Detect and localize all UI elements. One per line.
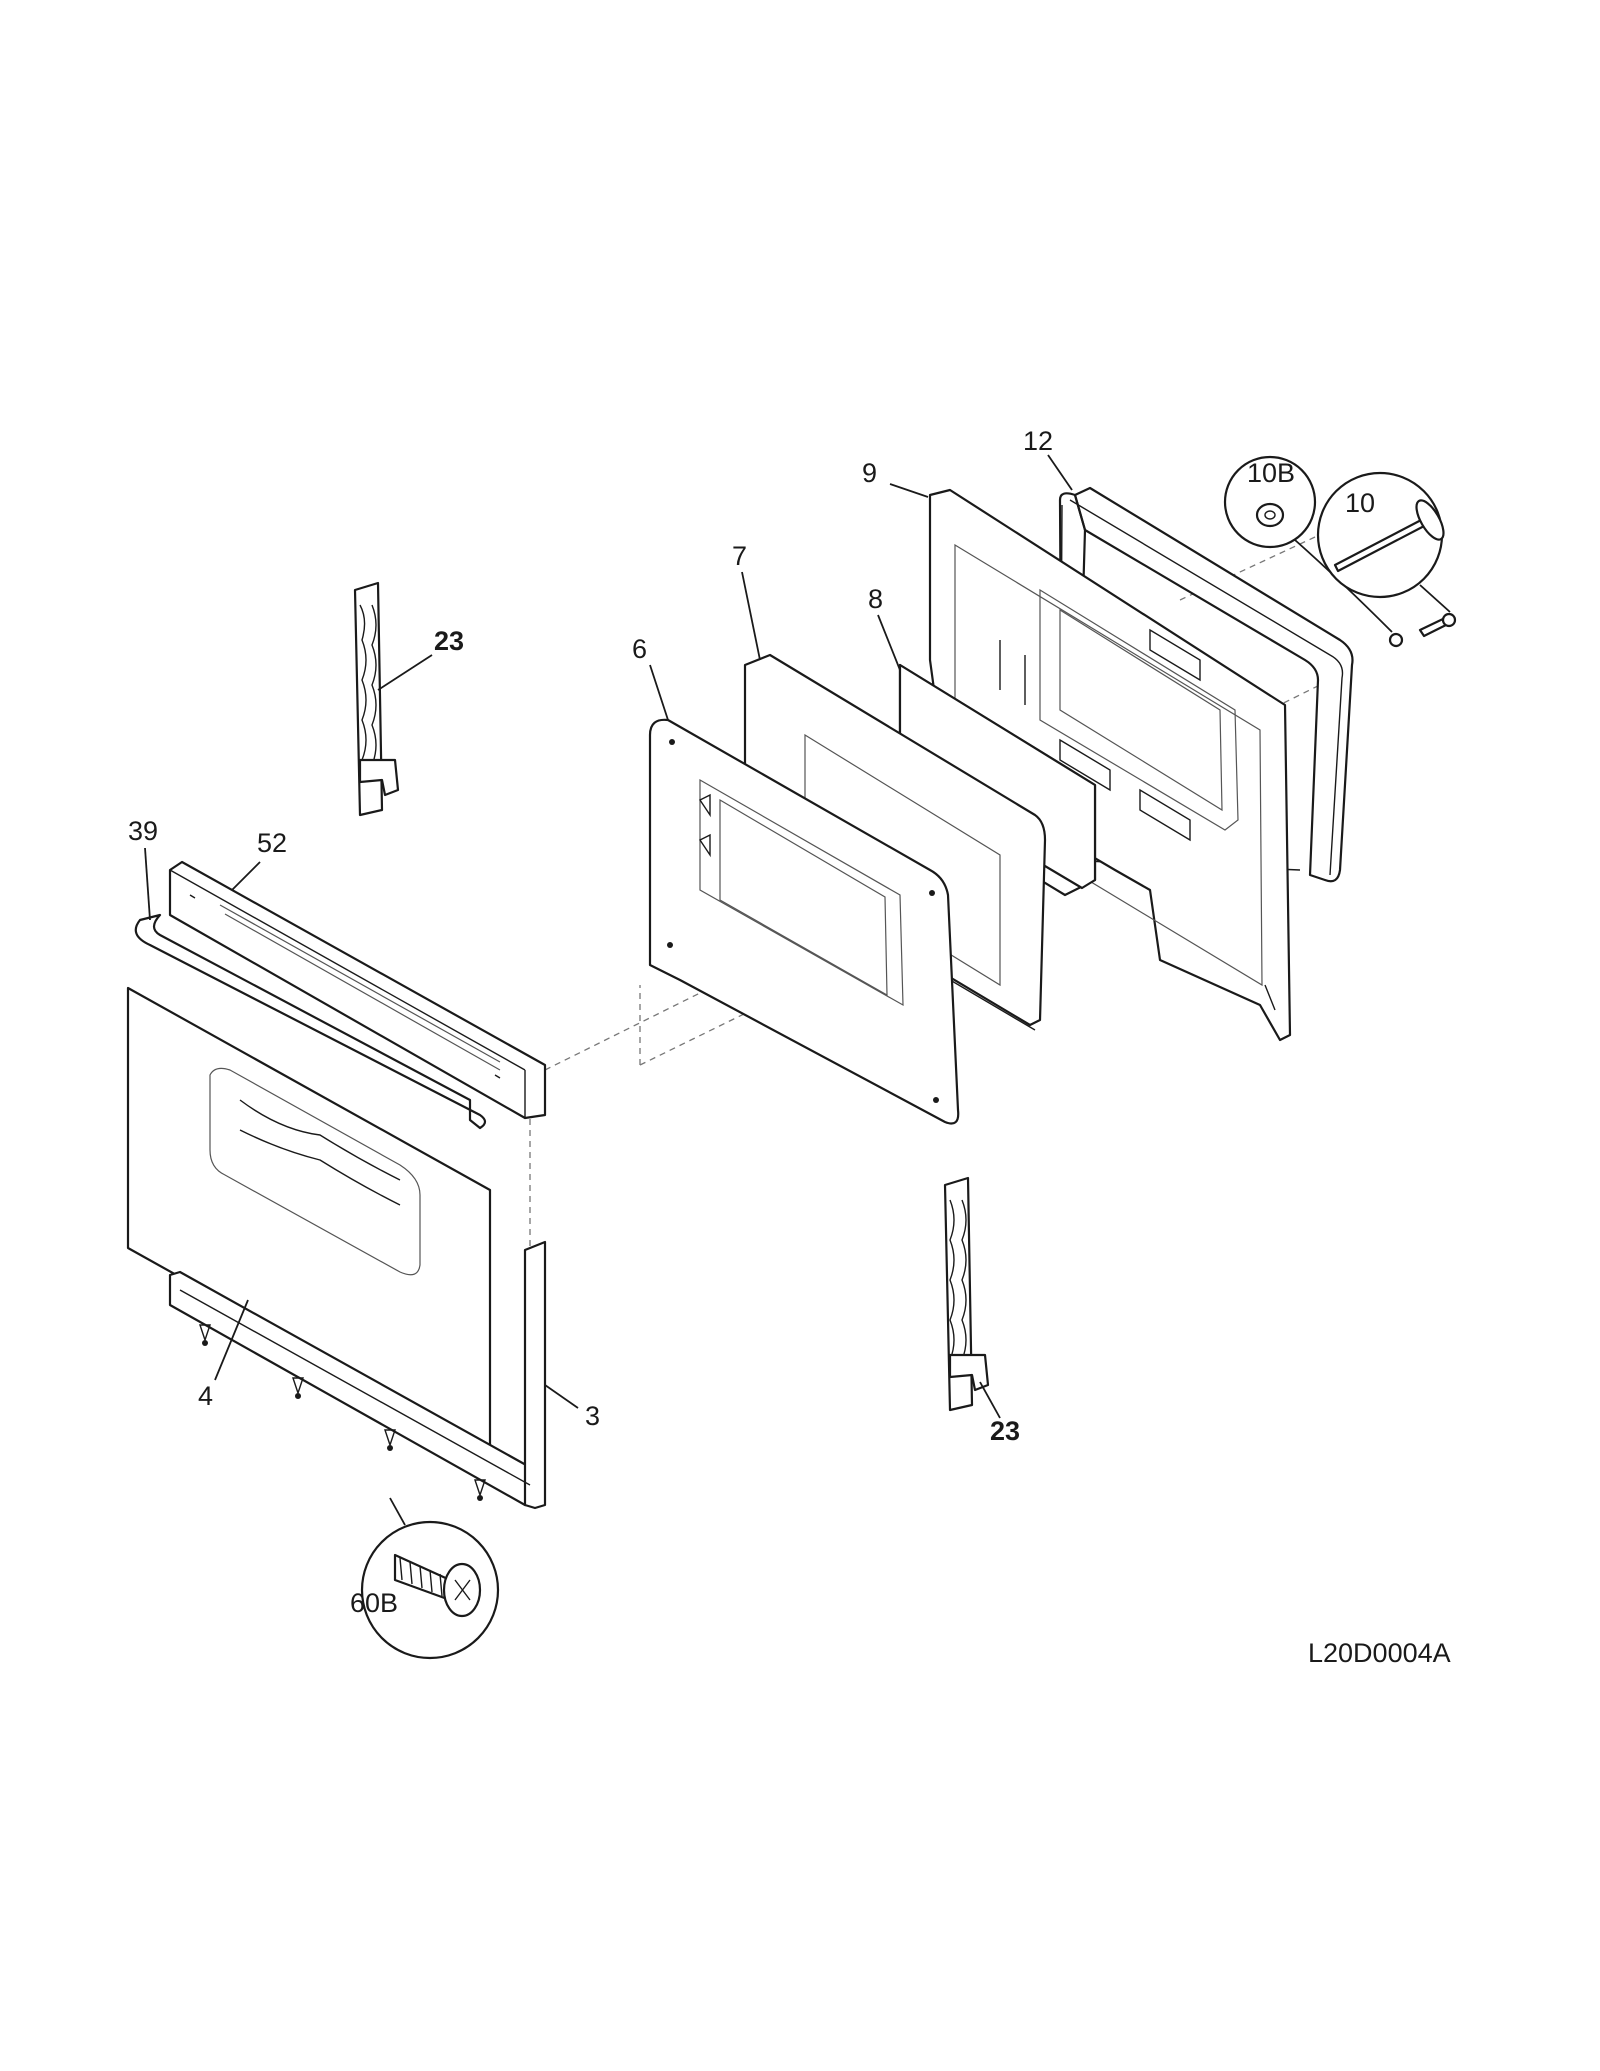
callout-52: 52 — [257, 828, 287, 858]
callout-10: 10 — [1345, 488, 1375, 518]
frame-screws — [199, 1324, 486, 1501]
callout-10b: 10B — [1247, 458, 1295, 488]
door-frame-3[interactable] — [168, 1240, 547, 1510]
callout-12: 12 — [1023, 426, 1053, 456]
door-hinge-bottom[interactable] — [943, 1176, 990, 1412]
leader-lines — [144, 454, 1073, 1419]
callout-23-bottom: 23 — [990, 1416, 1020, 1446]
callout-60b: 60B — [350, 1588, 398, 1618]
door-gasket[interactable] — [1058, 486, 1354, 883]
callout-9: 9 — [862, 458, 877, 488]
callout-4: 4 — [198, 1381, 213, 1411]
callout-6: 6 — [632, 634, 647, 664]
diagram-code: L20D0004A — [1308, 1638, 1451, 1668]
callout-23-top: 23 — [434, 626, 464, 656]
detail-screw-60b[interactable] — [360, 1497, 500, 1660]
detail-bolt-10[interactable] — [1316, 471, 1451, 613]
bolt-10-small[interactable] — [1388, 612, 1457, 648]
callout-7: 7 — [732, 541, 747, 571]
callout-39: 39 — [128, 816, 158, 846]
door-hinge-top[interactable] — [353, 581, 400, 817]
inner-door-frame-6[interactable] — [648, 718, 960, 1125]
callout-8: 8 — [868, 584, 883, 614]
door-top-trim-52[interactable] — [168, 860, 547, 1120]
callout-3: 3 — [585, 1401, 600, 1431]
door-handle-39[interactable] — [134, 913, 487, 1130]
detail-washer-10b[interactable] — [1223, 455, 1393, 633]
